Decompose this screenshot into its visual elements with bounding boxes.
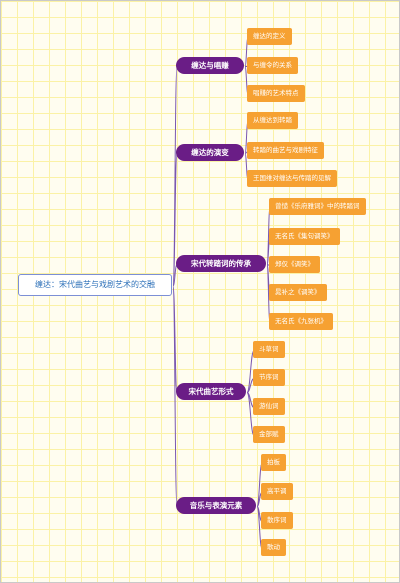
branch-topic[interactable]: 宋代转踏词的传承 <box>176 255 266 272</box>
branch-topic[interactable]: 缠达的演变 <box>176 144 244 161</box>
leaf-topic[interactable]: 无名氏《集句调笑》 <box>269 228 340 245</box>
root-connectors <box>172 66 178 507</box>
leaf-topic[interactable]: 郑仅《调笑》 <box>269 256 320 273</box>
leaf-topic[interactable]: 缠达的定义 <box>247 28 292 45</box>
leaf-topic[interactable]: 游仙词 <box>253 398 285 415</box>
branch-topic[interactable]: 音乐与表演元素 <box>176 497 256 514</box>
leaf-topic[interactable]: 高平调 <box>261 483 293 500</box>
branch-topic[interactable]: 缠达与唱赚 <box>176 57 244 74</box>
leaf-topic[interactable]: 金部赋 <box>253 426 285 443</box>
leaf-topic[interactable]: 斗草词 <box>253 341 285 358</box>
leaf-topic[interactable]: 晁补之《调笑》 <box>269 284 327 301</box>
leaf-topic[interactable]: 唱赚的艺术特点 <box>247 85 305 102</box>
root-topic[interactable]: 缠达：宋代曲艺与戏剧艺术的交融 <box>18 274 172 296</box>
leaf-topic[interactable]: 歌动 <box>261 539 286 556</box>
leaf-topic[interactable]: 散序词 <box>261 512 293 529</box>
leaf-topic[interactable]: 节序词 <box>253 369 285 386</box>
leaf-topic[interactable]: 从缠达到转踏 <box>247 112 298 129</box>
leaf-topic[interactable]: 曾慥《乐府雅词》中的转踏词 <box>269 198 366 215</box>
root-branch-connector <box>172 66 178 287</box>
root-branch-connector <box>172 153 178 287</box>
leaf-topic[interactable]: 王国维对缠达与传踏的见解 <box>247 170 337 187</box>
leaf-topic[interactable]: 无名氏《九张机》 <box>269 313 333 330</box>
leaf-topic[interactable]: 转踏的曲艺与戏剧特征 <box>247 142 324 159</box>
leaf-topic[interactable]: 拍板 <box>261 454 286 471</box>
leaf-topic[interactable]: 与缠令的关系 <box>247 57 298 74</box>
root-branch-connector <box>172 285 178 507</box>
branch-topic[interactable]: 宋代曲艺形式 <box>176 383 246 400</box>
